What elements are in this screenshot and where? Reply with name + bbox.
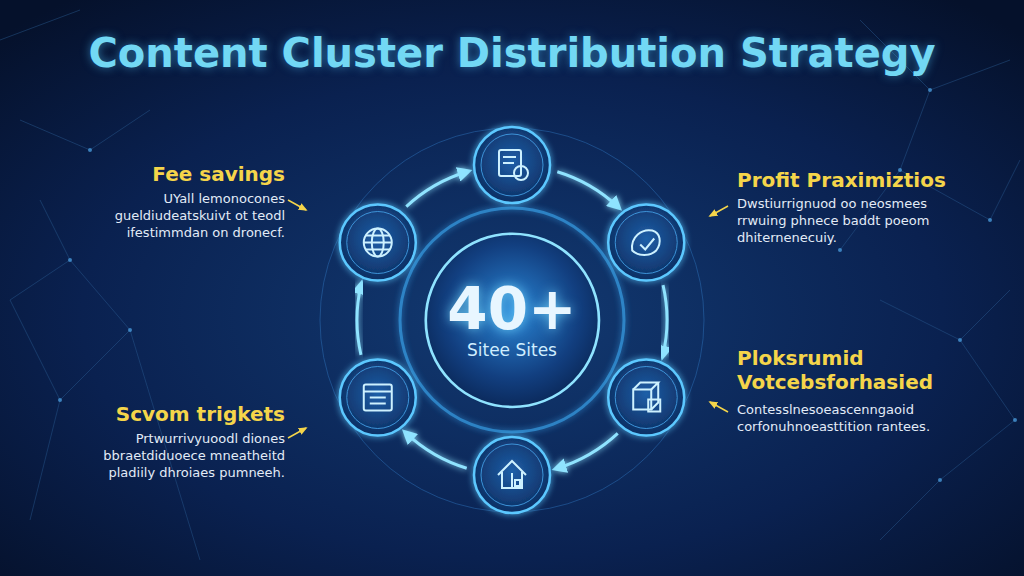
icon-circle: [474, 127, 550, 203]
callout-heading: Ploksrumid Votcebsforhasied: [737, 346, 967, 394]
cycle-arrow: [406, 433, 466, 468]
callout-text: UYall lemonocones gueldiudeatskuivt ot t…: [60, 191, 285, 242]
cycle-arrow: [357, 285, 361, 355]
callout-text: Dwstiurrignuod oo neosmees rrwuing phnec…: [737, 196, 967, 247]
icon-circle: [340, 360, 416, 436]
diagram-title: Content Cluster Distribution Strategy: [0, 30, 1024, 76]
icon-circle: [608, 360, 684, 436]
cycle-arrow: [663, 285, 667, 355]
cycle-arrow: [406, 172, 466, 207]
icon-circle: [608, 205, 684, 281]
hub-number: 40+: [447, 279, 576, 340]
callout-heading: Fee savings: [60, 162, 285, 186]
hub-circle: 40+Sitee Sites: [424, 232, 601, 409]
callout-heading: Profit Praximiztios: [737, 168, 977, 192]
icon-circle: [474, 437, 550, 513]
callout-heading: Scvom trigkets: [60, 402, 285, 426]
icon-circle: [340, 205, 416, 281]
cycle-arrow: [557, 433, 617, 468]
callout-text: Prtwurrivyuoodl diones bbraetdiduoece mn…: [60, 431, 285, 482]
callout-text: Contesslnesoeascenngaoid corfonuhnoeastt…: [737, 402, 967, 436]
cycle-arrow: [557, 172, 617, 207]
hub-caption: Sitee Sites: [467, 340, 557, 360]
